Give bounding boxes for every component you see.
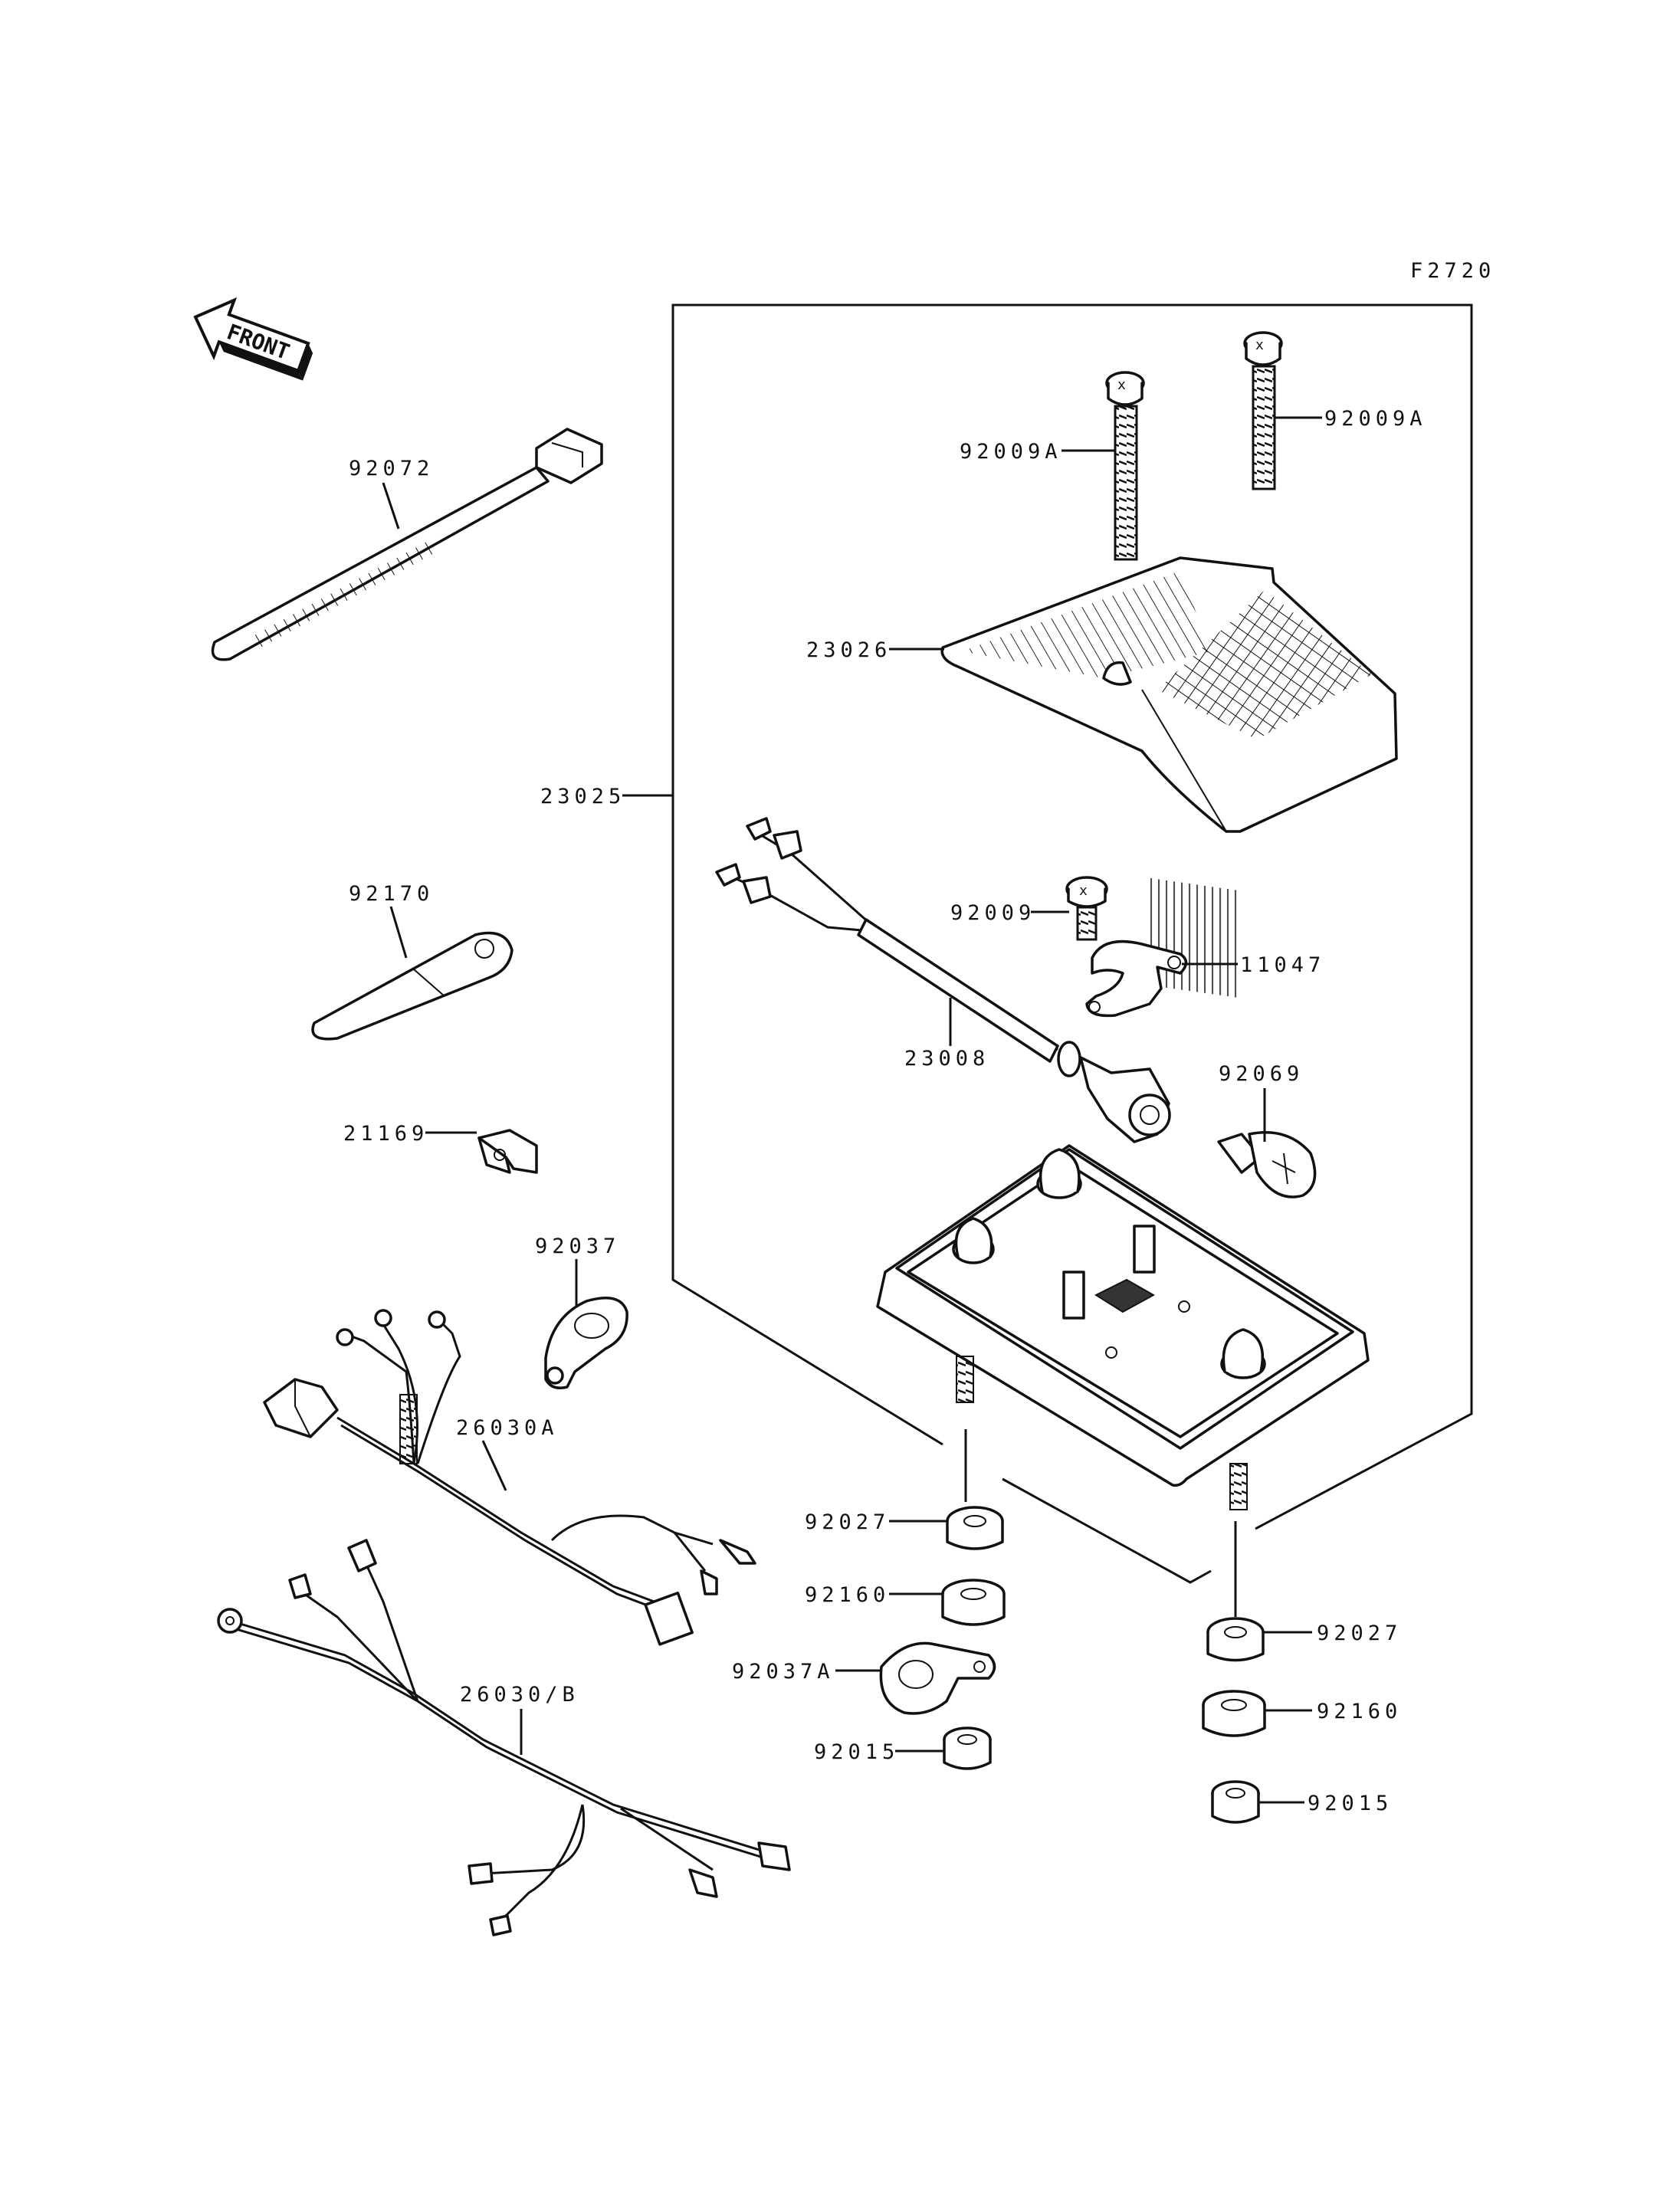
callout-92160-right: 92160 (1317, 1700, 1402, 1723)
nut-92015-2 (1211, 1780, 1260, 1824)
callout-92160-left: 92160 (805, 1583, 890, 1607)
svg-text:x: x (1079, 883, 1088, 899)
svg-text:x: x (1117, 377, 1126, 393)
strap-92170 (311, 931, 514, 1041)
callout-23025: 23025 (540, 785, 625, 808)
clip-nut-21169 (477, 1129, 538, 1174)
front-arrow-icon: FRONT (193, 297, 313, 381)
callout-11047: 11047 (1240, 953, 1325, 977)
callout-92037: 92037 (535, 1235, 620, 1258)
callout-26030B: 26030/B (460, 1683, 579, 1707)
screw-92009A-2: x (1243, 331, 1283, 490)
callout-21169: 21169 (343, 1122, 428, 1146)
grommet-92160-1 (941, 1579, 1006, 1626)
callout-92069: 92069 (1219, 1062, 1304, 1086)
callout-92015-left: 92015 (814, 1740, 899, 1764)
screw-92009: x (1065, 876, 1108, 941)
callout-92015-right: 92015 (1308, 1792, 1393, 1815)
clamp-11047 (1085, 939, 1188, 1018)
grommet-92027-2 (1206, 1617, 1265, 1662)
callout-26030A: 26030A (456, 1416, 559, 1440)
callout-92170: 92170 (349, 882, 434, 906)
harness-26030A (263, 1309, 756, 1646)
figure-code: F2720 (1410, 259, 1495, 283)
screw-92009A-1: x (1105, 371, 1145, 561)
callout-92009A-1: 92009A (960, 440, 1062, 464)
callout-23008: 23008 (904, 1047, 989, 1071)
bulb-92069 (1217, 1131, 1317, 1199)
callout-92009: 92009 (950, 901, 1035, 925)
lamp-housing (876, 1144, 1370, 1510)
grommet-92027-1 (946, 1506, 1004, 1550)
clamp-92037 (544, 1297, 628, 1389)
nut-92015-1 (943, 1726, 992, 1770)
clamp-92037A (879, 1641, 996, 1715)
callout-92027-right: 92027 (1317, 1622, 1402, 1645)
callout-92037A: 92037A (732, 1660, 835, 1684)
cable-tie-92072 (211, 428, 603, 661)
callout-92027-left: 92027 (805, 1510, 890, 1534)
callout-92009A-2: 92009A (1324, 407, 1427, 431)
harness-26030B (217, 1539, 791, 1936)
lens-cover-23026 (940, 556, 1398, 998)
assembly-23025-bracket (671, 303, 1473, 1530)
grommet-92160-2 (1202, 1690, 1266, 1737)
callout-labels: 92009A 92009A 92072 23026 23025 92170 92… (343, 407, 1427, 1815)
callout-92072: 92072 (349, 457, 434, 480)
callout-23026: 23026 (806, 638, 891, 662)
wire-socket-23008 (715, 817, 1171, 1143)
svg-text:x: x (1255, 337, 1264, 353)
